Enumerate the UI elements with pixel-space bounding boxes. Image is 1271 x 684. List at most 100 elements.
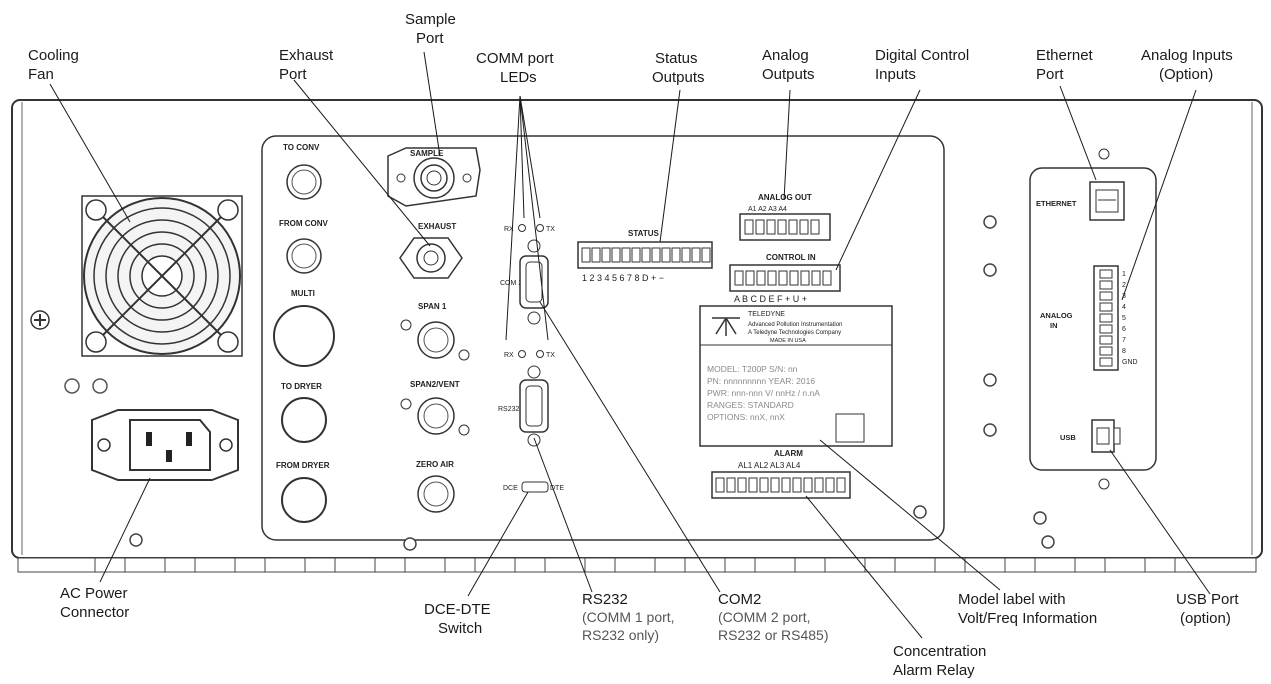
callout-analog-inputs: Analog Inputs (Option) [1141,47,1233,83]
com2-port[interactable]: COM 2 [500,239,549,325]
label-pwr: PWR: nnn-nnn V/ nnHz / n.nA [707,388,820,398]
callout-line: Digital Control [875,47,969,64]
label-pn: PN: nnnnnnnnn YEAR: 2016 [707,376,815,386]
port-span1[interactable]: SPAN 1 [400,302,470,361]
analog-in-pin-label: 1 [1122,271,1126,278]
callout-rs232: RS232 (COMM 1 port, RS232 only) [582,591,675,643]
callout-analog-outputs: Analog Outputs [762,47,815,83]
chassis-feet [94,557,1176,573]
callout-line: USB Port [1176,591,1239,608]
callout-concentration-alarm: Concentration Alarm Relay [893,643,986,679]
analog-out-terminal[interactable]: ANALOG OUT A1 A2 A3 A4 [739,193,831,241]
chassis-holes [129,215,1055,551]
analog-in-terminal[interactable]: ANALOG IN 1 2 3 4 5 6 7 8 GND [1040,265,1138,371]
callout-digital-control: Digital Control Inputs [875,47,969,83]
analog-in-pin-label: GND [1122,359,1138,366]
analog-in-pin-label: 5 [1122,315,1126,322]
callout-line: Outputs [652,69,705,86]
callout-sample-port: Sample Port [405,11,456,47]
analog-in-label: ANALOG [1040,311,1073,320]
port-from-conv[interactable]: FROM CONV [279,219,329,274]
callout-line: Alarm Relay [893,662,975,679]
alarm-terminal[interactable]: ALARM AL1 AL2 AL3 AL4 [711,449,851,499]
callout-ac-power: AC Power Connector [60,585,129,621]
status-terminal[interactable]: STATUS 1 2 3 4 5 6 7 8 D + − [577,229,713,283]
analog-in-pin-label: 2 [1122,282,1126,289]
status-pin-labels: 1 2 3 4 5 6 7 8 D + − [582,273,664,283]
callout-line: Port [279,66,307,83]
callout-line: Status [655,50,698,67]
label-ranges: RANGES: STANDARD [707,400,794,410]
callout-ethernet-port: Ethernet Port [1036,47,1094,83]
status-terminal-pins [581,247,711,263]
vent-hole [64,378,80,394]
port-label-zero-air: ZERO AIR [416,460,454,469]
callout-line: Port [1036,66,1064,83]
model-label: TELEDYNE Advanced Pollution Instrumentat… [699,305,893,447]
teledyne-logo [712,317,740,336]
port-zero-air[interactable]: ZERO AIR [416,460,455,513]
usb-port-label: USB [1060,433,1076,442]
callout-line: RS232 or RS485) [718,627,829,643]
option-panel [1029,148,1157,490]
status-terminal-label: STATUS [628,229,659,238]
callout-com2: COM2 (COMM 2 port, RS232 or RS485) [718,591,829,643]
control-in-pins [734,270,832,286]
analog-in-pin-label: 8 [1122,348,1126,355]
rs232-port[interactable]: RS232 [498,365,549,447]
label-brand: TELEDYNE [748,311,785,318]
port-sample[interactable]: SAMPLE [387,147,481,207]
callout-line: Connector [60,604,129,621]
label-model: MODEL: T200P S/N: nn [707,364,798,374]
port-label-sample: SAMPLE [410,149,444,158]
callout-line: DCE-DTE [424,601,491,618]
alarm-pins [715,477,846,493]
callout-line: COMM port [476,50,554,67]
dce-dte-switch[interactable]: DCE DTE [503,481,564,493]
port-exhaust[interactable]: EXHAUST [399,222,463,279]
analog-in-pin-label: 4 [1122,304,1126,311]
led-label-rx: RX [504,352,514,359]
callout-line: COM2 [718,591,761,608]
port-label-exhaust: EXHAUST [418,222,456,231]
leader-lines [49,51,1211,639]
ethernet-port-label: ETHERNET [1036,199,1077,208]
ac-power-connector[interactable] [91,409,239,481]
control-in-terminal[interactable]: CONTROL IN A B C D E F + U + [729,253,841,304]
callout-line: LEDs [500,69,537,86]
analog-out-channels: A1 A2 A3 A4 [748,206,787,213]
port-to-conv[interactable]: TO CONV [283,143,322,200]
callout-model-label: Model label with Volt/Freq Information [958,591,1097,627]
port-from-dryer[interactable]: FROM DRYER [276,461,330,523]
callout-cooling-fan: Cooling Fan [28,47,79,83]
led-label-rx: RX [504,226,514,233]
port-multi[interactable]: MULTI [273,289,335,367]
led-label-tx: TX [546,352,555,359]
usb-port[interactable]: USB [1060,419,1121,453]
port-label-span2-vent: SPAN2/VENT [410,380,460,389]
ethernet-port[interactable]: ETHERNET [1036,181,1125,221]
callout-line: Outputs [762,66,815,83]
analog-in-pin-labels: 1 2 3 4 5 6 7 8 GND [1122,271,1138,366]
vent-hole [92,378,108,394]
port-label-from-dryer: FROM DRYER [276,461,330,470]
callout-line: Analog Inputs [1141,47,1233,64]
analog-out-pins [744,219,820,235]
callout-line: Concentration [893,643,986,660]
port-label-from-conv: FROM CONV [279,219,329,228]
callout-line: Volt/Freq Information [958,610,1097,627]
rs232-port-label: RS232 [498,406,520,413]
port-span2-vent[interactable]: SPAN2/VENT [400,380,470,436]
callout-line: (COMM 2 port, [718,609,811,625]
analog-in-pins [1099,269,1113,367]
callout-line: RS232 only) [582,627,659,643]
port-label-to-dryer: TO DRYER [281,382,322,391]
port-label-to-conv: TO CONV [283,143,320,152]
port-to-dryer[interactable]: TO DRYER [281,382,327,443]
led-label-tx: TX [546,226,555,233]
callout-line: Model label with [958,591,1066,608]
callout-comm-leds: COMM port LEDs [476,50,554,86]
callout-line: Cooling [28,47,79,64]
analog-in-pin-label: 6 [1122,326,1126,333]
